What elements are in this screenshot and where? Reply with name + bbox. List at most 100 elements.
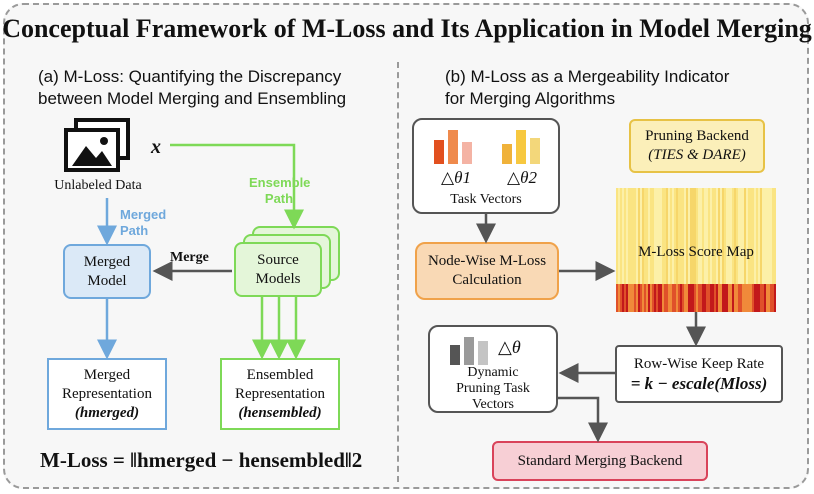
score-map-lower-stripe	[702, 284, 704, 312]
score-map-lower-stripe	[684, 284, 686, 312]
score-map-lower-stripe	[700, 284, 702, 312]
score-map-upper-stripe	[666, 188, 668, 284]
source-models-line1: Source	[257, 251, 299, 268]
score-map-upper-stripe	[662, 188, 664, 284]
score-map-lower-stripe	[618, 284, 620, 312]
score-map-upper-stripe	[748, 188, 750, 284]
score-map-upper-stripe	[664, 188, 666, 284]
score-map-lower-stripe	[642, 284, 644, 312]
score-map-lower-stripe	[664, 284, 666, 312]
score-map-lower-stripe	[726, 284, 728, 312]
score-map-upper-stripe	[634, 188, 636, 284]
score-map-upper-stripe	[754, 188, 756, 284]
task-vectors-label: Task Vectors	[450, 192, 522, 207]
left-heading-line2: between Model Merging and Ensembling	[38, 89, 347, 108]
score-map-lower-stripe	[626, 284, 628, 312]
score-map-lower-stripe	[736, 284, 738, 312]
score-map-lower-stripe	[744, 284, 746, 312]
score-map-upper-stripe	[626, 188, 628, 284]
score-map-lower-stripe	[716, 284, 718, 312]
score-map-upper-stripe	[668, 188, 670, 284]
score-map-upper-stripe	[658, 188, 660, 284]
score-map-lower-stripe	[728, 284, 730, 312]
score-map-upper-stripe	[630, 188, 632, 284]
keep-rate-line2: = k − escale(Mloss)	[630, 374, 768, 393]
score-map-upper-stripe	[686, 188, 688, 284]
score-map-upper-stripe	[770, 188, 772, 284]
score-map-upper-stripe	[646, 188, 648, 284]
score-map-upper-stripe	[750, 188, 752, 284]
score-map-lower-stripe	[682, 284, 684, 312]
score-map-lower-stripe	[668, 284, 670, 312]
score-map-upper-stripe	[688, 188, 690, 284]
score-map-upper-stripe	[690, 188, 692, 284]
dynamic-pruning-box: △θ Dynamic Pruning Task Vectors	[428, 325, 558, 413]
merged-repr-line2: Representation	[62, 385, 152, 402]
score-map-upper-stripe	[702, 188, 704, 284]
score-map-lower-stripe	[766, 284, 768, 312]
score-map-lower-stripe	[656, 284, 658, 312]
score-map-upper-stripe	[648, 188, 650, 284]
score-map-lower-stripe	[698, 284, 700, 312]
score-map-lower-stripe	[712, 284, 714, 312]
score-map-lower-stripe	[768, 284, 770, 312]
image-stack-icon	[64, 118, 130, 172]
merged-path-line2: Path	[120, 223, 149, 238]
score-map-upper-stripe	[722, 188, 724, 284]
score-map-lower-stripe	[686, 284, 688, 312]
score-map-lower-stripe	[650, 284, 652, 312]
score-map-lower-stripe	[752, 284, 754, 312]
score-map-lower-stripe	[734, 284, 736, 312]
score-map-upper-stripe	[640, 188, 642, 284]
score-map-lower-stripe	[772, 284, 774, 312]
score-map-upper-stripe	[672, 188, 674, 284]
score-map-lower-stripe	[646, 284, 648, 312]
source-models-box: Source Models	[234, 242, 322, 297]
score-map-upper-stripe	[714, 188, 716, 284]
standard-merging-backend-box: Standard Merging Backend	[492, 441, 708, 481]
standard-backend-label: Standard Merging Backend	[517, 452, 683, 469]
ensemble-path-arrow	[170, 143, 304, 230]
ensembled-representation-box: Ensembled Representation (hensembled)	[220, 358, 340, 430]
merged-model-line1: Merged	[83, 253, 131, 270]
score-map-upper-stripe	[736, 188, 738, 284]
score-map-lower-stripe	[740, 284, 742, 312]
task-vector-1-bars-icon	[434, 130, 472, 164]
score-map-lower-stripe	[714, 284, 716, 312]
score-map-upper-stripe	[734, 188, 736, 284]
score-map-upper-stripe	[692, 188, 694, 284]
score-map-lower-stripe	[622, 284, 624, 312]
score-map-upper-stripe	[628, 188, 630, 284]
score-map-stripes	[616, 188, 776, 312]
score-map-upper-stripe	[670, 188, 672, 284]
right-heading-line2: for Merging Algorithms	[445, 89, 616, 108]
score-map-upper-stripe	[632, 188, 634, 284]
score-map-upper-stripe	[652, 188, 654, 284]
pruning-backend-box: Pruning Backend (TIES & DARE)	[629, 119, 765, 173]
score-map-lower-stripe	[638, 284, 640, 312]
ensemble-path-line2: Path	[264, 191, 294, 206]
score-map-upper-stripe	[706, 188, 708, 284]
score-map-lower-stripe	[666, 284, 668, 312]
score-map-upper-stripe	[726, 188, 728, 284]
score-map-upper-stripe	[768, 188, 770, 284]
score-map-upper-stripe	[712, 188, 714, 284]
score-map-upper-stripe	[772, 188, 774, 284]
score-map-lower-stripe	[696, 284, 698, 312]
score-map-upper-stripe	[716, 188, 718, 284]
score-map-upper-stripe	[728, 188, 730, 284]
score-map-lower-stripe	[738, 284, 740, 312]
score-map-upper-stripe	[642, 188, 644, 284]
score-map-upper-stripe	[762, 188, 764, 284]
merged-model-line2: Model	[87, 272, 127, 289]
score-map-lower-stripe	[746, 284, 748, 312]
source-models-line2: Models	[255, 270, 301, 287]
score-map-lower-stripe	[674, 284, 676, 312]
merged-repr-line1: Merged	[83, 366, 131, 383]
merged-repr-symbol: (hmerged)	[74, 404, 140, 421]
score-map-upper-stripe	[620, 188, 622, 284]
pruned-vector-bars-icon	[450, 337, 488, 365]
score-map-lower-stripe	[632, 284, 634, 312]
score-map-upper-stripe	[694, 188, 696, 284]
